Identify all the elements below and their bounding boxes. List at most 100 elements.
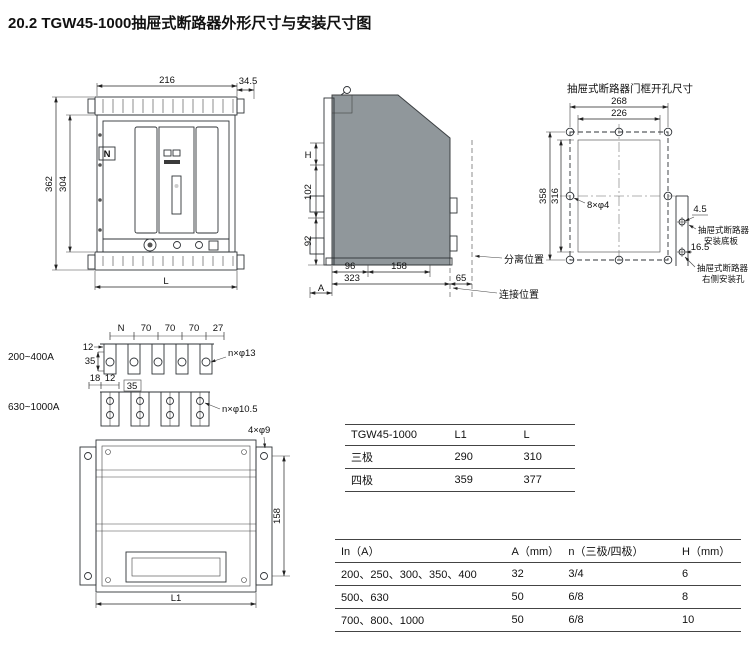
front-button [173, 241, 181, 249]
left-flange [79, 446, 97, 586]
operating-handle-slot [171, 175, 182, 215]
dim-358: 358 [538, 131, 565, 261]
side-top-block [331, 94, 353, 114]
dim-length-L: L [94, 271, 238, 290]
svg-text:4×φ9: 4×φ9 [248, 425, 270, 436]
rating-header-a: A（mm） [511, 546, 560, 558]
svg-text:216: 216 [159, 75, 175, 86]
spec-cell-l1-header: L1 [454, 429, 467, 441]
svg-text:102: 102 [303, 184, 314, 200]
svg-text:27: 27 [213, 323, 224, 334]
racking-knob-center [147, 242, 153, 248]
svg-text:安装底板: 安装底板 [704, 236, 739, 246]
hinge-screw [98, 228, 102, 232]
dim-12: 12 [83, 342, 104, 353]
spec-table-row: TGW45-1000 L1 L [345, 425, 575, 446]
svg-text:抽屉式断路器: 抽屉式断路器 [698, 225, 750, 235]
front-top-rail [94, 96, 238, 116]
base-holes-callout: 4×φ9 [248, 425, 270, 449]
page-title: 20.2 TGW45-1000抽屉式断路器外形尺寸与安装尺寸图 [8, 15, 372, 32]
rating-cell: 200、250、300、350、400 [341, 569, 477, 581]
svg-text:18: 18 [90, 373, 101, 384]
terminal-small-drawing: 200~400A N [8, 323, 256, 375]
svg-text:316: 316 [550, 188, 561, 204]
front-bottom-rail-cap-right [236, 254, 245, 270]
front-top-rail-cap-right [236, 98, 245, 114]
rating-cell: 50 [511, 614, 524, 626]
terminal-large-drawing: 630~1000A [8, 373, 257, 427]
spec-cell: 377 [523, 474, 542, 486]
front-bottom-band [102, 238, 230, 253]
svg-text:抽屉式断路器: 抽屉式断路器 [697, 263, 749, 273]
note-right-mounting-holes: 抽屉式断路器 右侧安装孔 [684, 256, 749, 284]
mounting-holes [565, 127, 673, 265]
side-mounting-detail [675, 195, 689, 266]
handle-cutout-inner [131, 557, 221, 577]
corner-screw [241, 449, 247, 455]
svg-text:158: 158 [272, 508, 283, 524]
rating-cell: 6 [682, 568, 689, 580]
svg-text:226: 226 [611, 108, 627, 119]
dim-92: 92 [303, 217, 326, 266]
racking-knob [143, 238, 157, 252]
hinge-screw [98, 163, 102, 167]
dim-96: 96 [331, 261, 369, 274]
rating-cell: 8 [682, 591, 689, 603]
connected-position-label: 连接位置 [452, 286, 539, 301]
base-plate-inner [101, 445, 251, 587]
rating-table-header-row: In（A） A（mm） n（三极/四极） H（mm） [335, 540, 741, 563]
rating-cell: 6/8 [568, 614, 584, 626]
svg-text:362: 362 [44, 176, 55, 192]
rating-table: In（A） A（mm） n（三极/四极） H（mm） 200、250、300、3… [335, 539, 741, 632]
front-top-rail-cap-left [87, 98, 96, 114]
dim-323: 323 [331, 273, 451, 286]
rating-header-h: H（mm） [682, 546, 731, 558]
dim-102: 102 [303, 164, 324, 219]
green-indicator-light [172, 149, 181, 157]
svg-text:158: 158 [391, 261, 407, 272]
dim-35: 35 [85, 351, 104, 372]
indicator-window [164, 160, 180, 164]
large-range-label: 630~1000A [8, 402, 60, 413]
red-indicator-light [163, 149, 172, 157]
svg-text:304: 304 [58, 176, 69, 192]
spec-cell: 290 [454, 451, 473, 463]
holes-callout: 8×φ4 [573, 197, 609, 211]
front-view-drawing: N 216 34.5 362 [44, 75, 257, 290]
svg-text:H: H [305, 150, 312, 161]
svg-text:34.5: 34.5 [239, 76, 258, 87]
svg-text:70: 70 [141, 323, 152, 334]
arc-chute-cover-right [195, 126, 219, 234]
flange-hole [84, 452, 92, 460]
rating-cell: 6/8 [568, 591, 584, 603]
rear-cluster-lower [449, 235, 458, 252]
spec-table-row: 四极 359 377 [345, 469, 575, 492]
dim-4-5: 4.5 [684, 204, 708, 222]
right-flange [255, 446, 273, 586]
svg-text:N: N [118, 323, 125, 334]
dim-width-216: 216 [96, 75, 238, 96]
hinge-screw [98, 198, 102, 202]
rating-table-row: 700、800、1000 50 6/8 10 [335, 609, 741, 632]
small-holes-callout: n×φ13 [210, 348, 256, 363]
rating-cell: 32 [511, 568, 524, 580]
corner-screw [241, 577, 247, 583]
dim-L1: L1 [95, 593, 257, 608]
small-range-label: 200~400A [8, 352, 54, 363]
rating-table-row: 500、630 50 6/8 8 [335, 586, 741, 609]
dim-height-362: 362 [44, 96, 94, 271]
svg-text:A: A [318, 283, 325, 294]
side-base [325, 257, 453, 266]
svg-text:12: 12 [105, 373, 116, 384]
handle-cutout [125, 551, 227, 583]
side-view-drawing: H 102 92 96 158 [303, 86, 544, 301]
side-silhouette [331, 94, 451, 266]
svg-text:L1: L1 [171, 593, 182, 604]
rating-table-row: 200、250、300、350、400 32 3/4 6 [335, 563, 741, 586]
svg-text:65: 65 [456, 273, 467, 284]
large-holes-callout: n×φ10.5 [204, 402, 257, 415]
front-bottom-rail-cap-left [87, 254, 96, 270]
spec-cell: 310 [523, 451, 542, 463]
front-top-rail-ticks [102, 99, 234, 113]
